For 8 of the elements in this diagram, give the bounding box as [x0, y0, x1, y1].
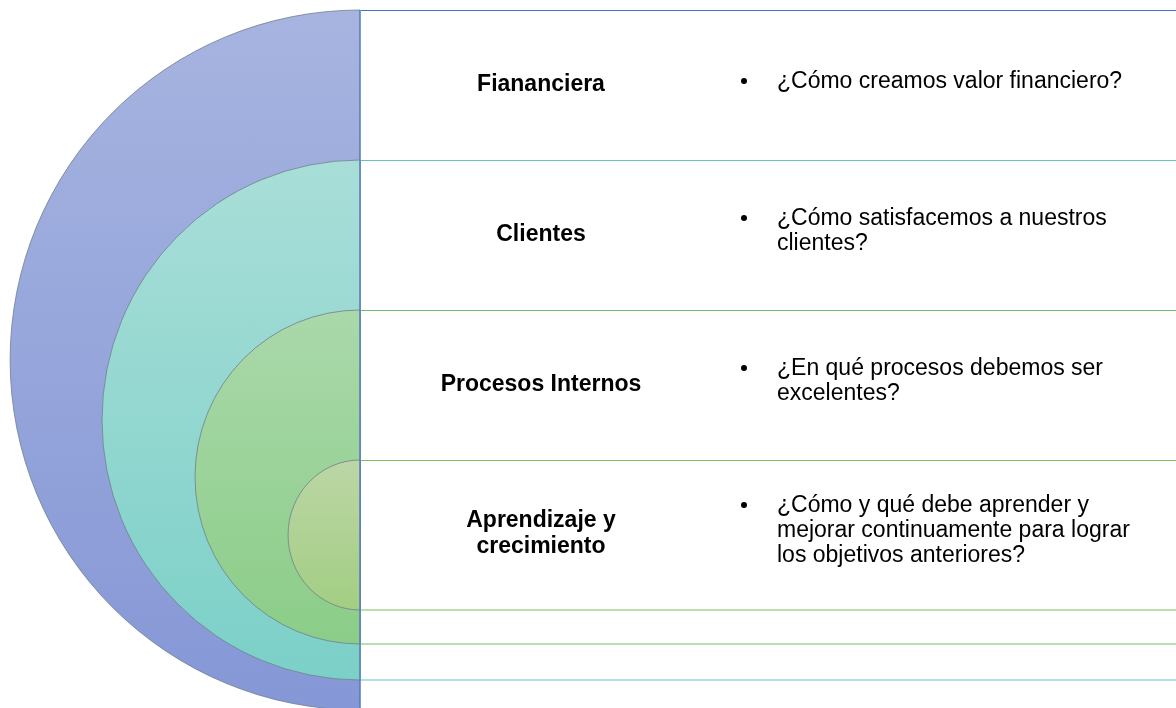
perspective-title: Procesos Internos	[439, 370, 643, 396]
question-text: ¿En qué procesos debemos ser excelentes?	[777, 355, 1104, 405]
question-text: ¿Cómo creamos valor financiero?	[777, 67, 1124, 93]
question-text: ¿Cómo satisfacemos a nuestros clientes?	[777, 205, 1108, 255]
perspective-title: Clientes	[495, 220, 587, 246]
question-text: ¿Cómo y qué debe aprender y mejorar continuamente para lograr los objetivos anteriores?	[777, 491, 1131, 567]
perspective-title: Aprendizaje y crecimiento	[465, 506, 617, 558]
perspective-title: Fiananciera	[476, 70, 606, 96]
